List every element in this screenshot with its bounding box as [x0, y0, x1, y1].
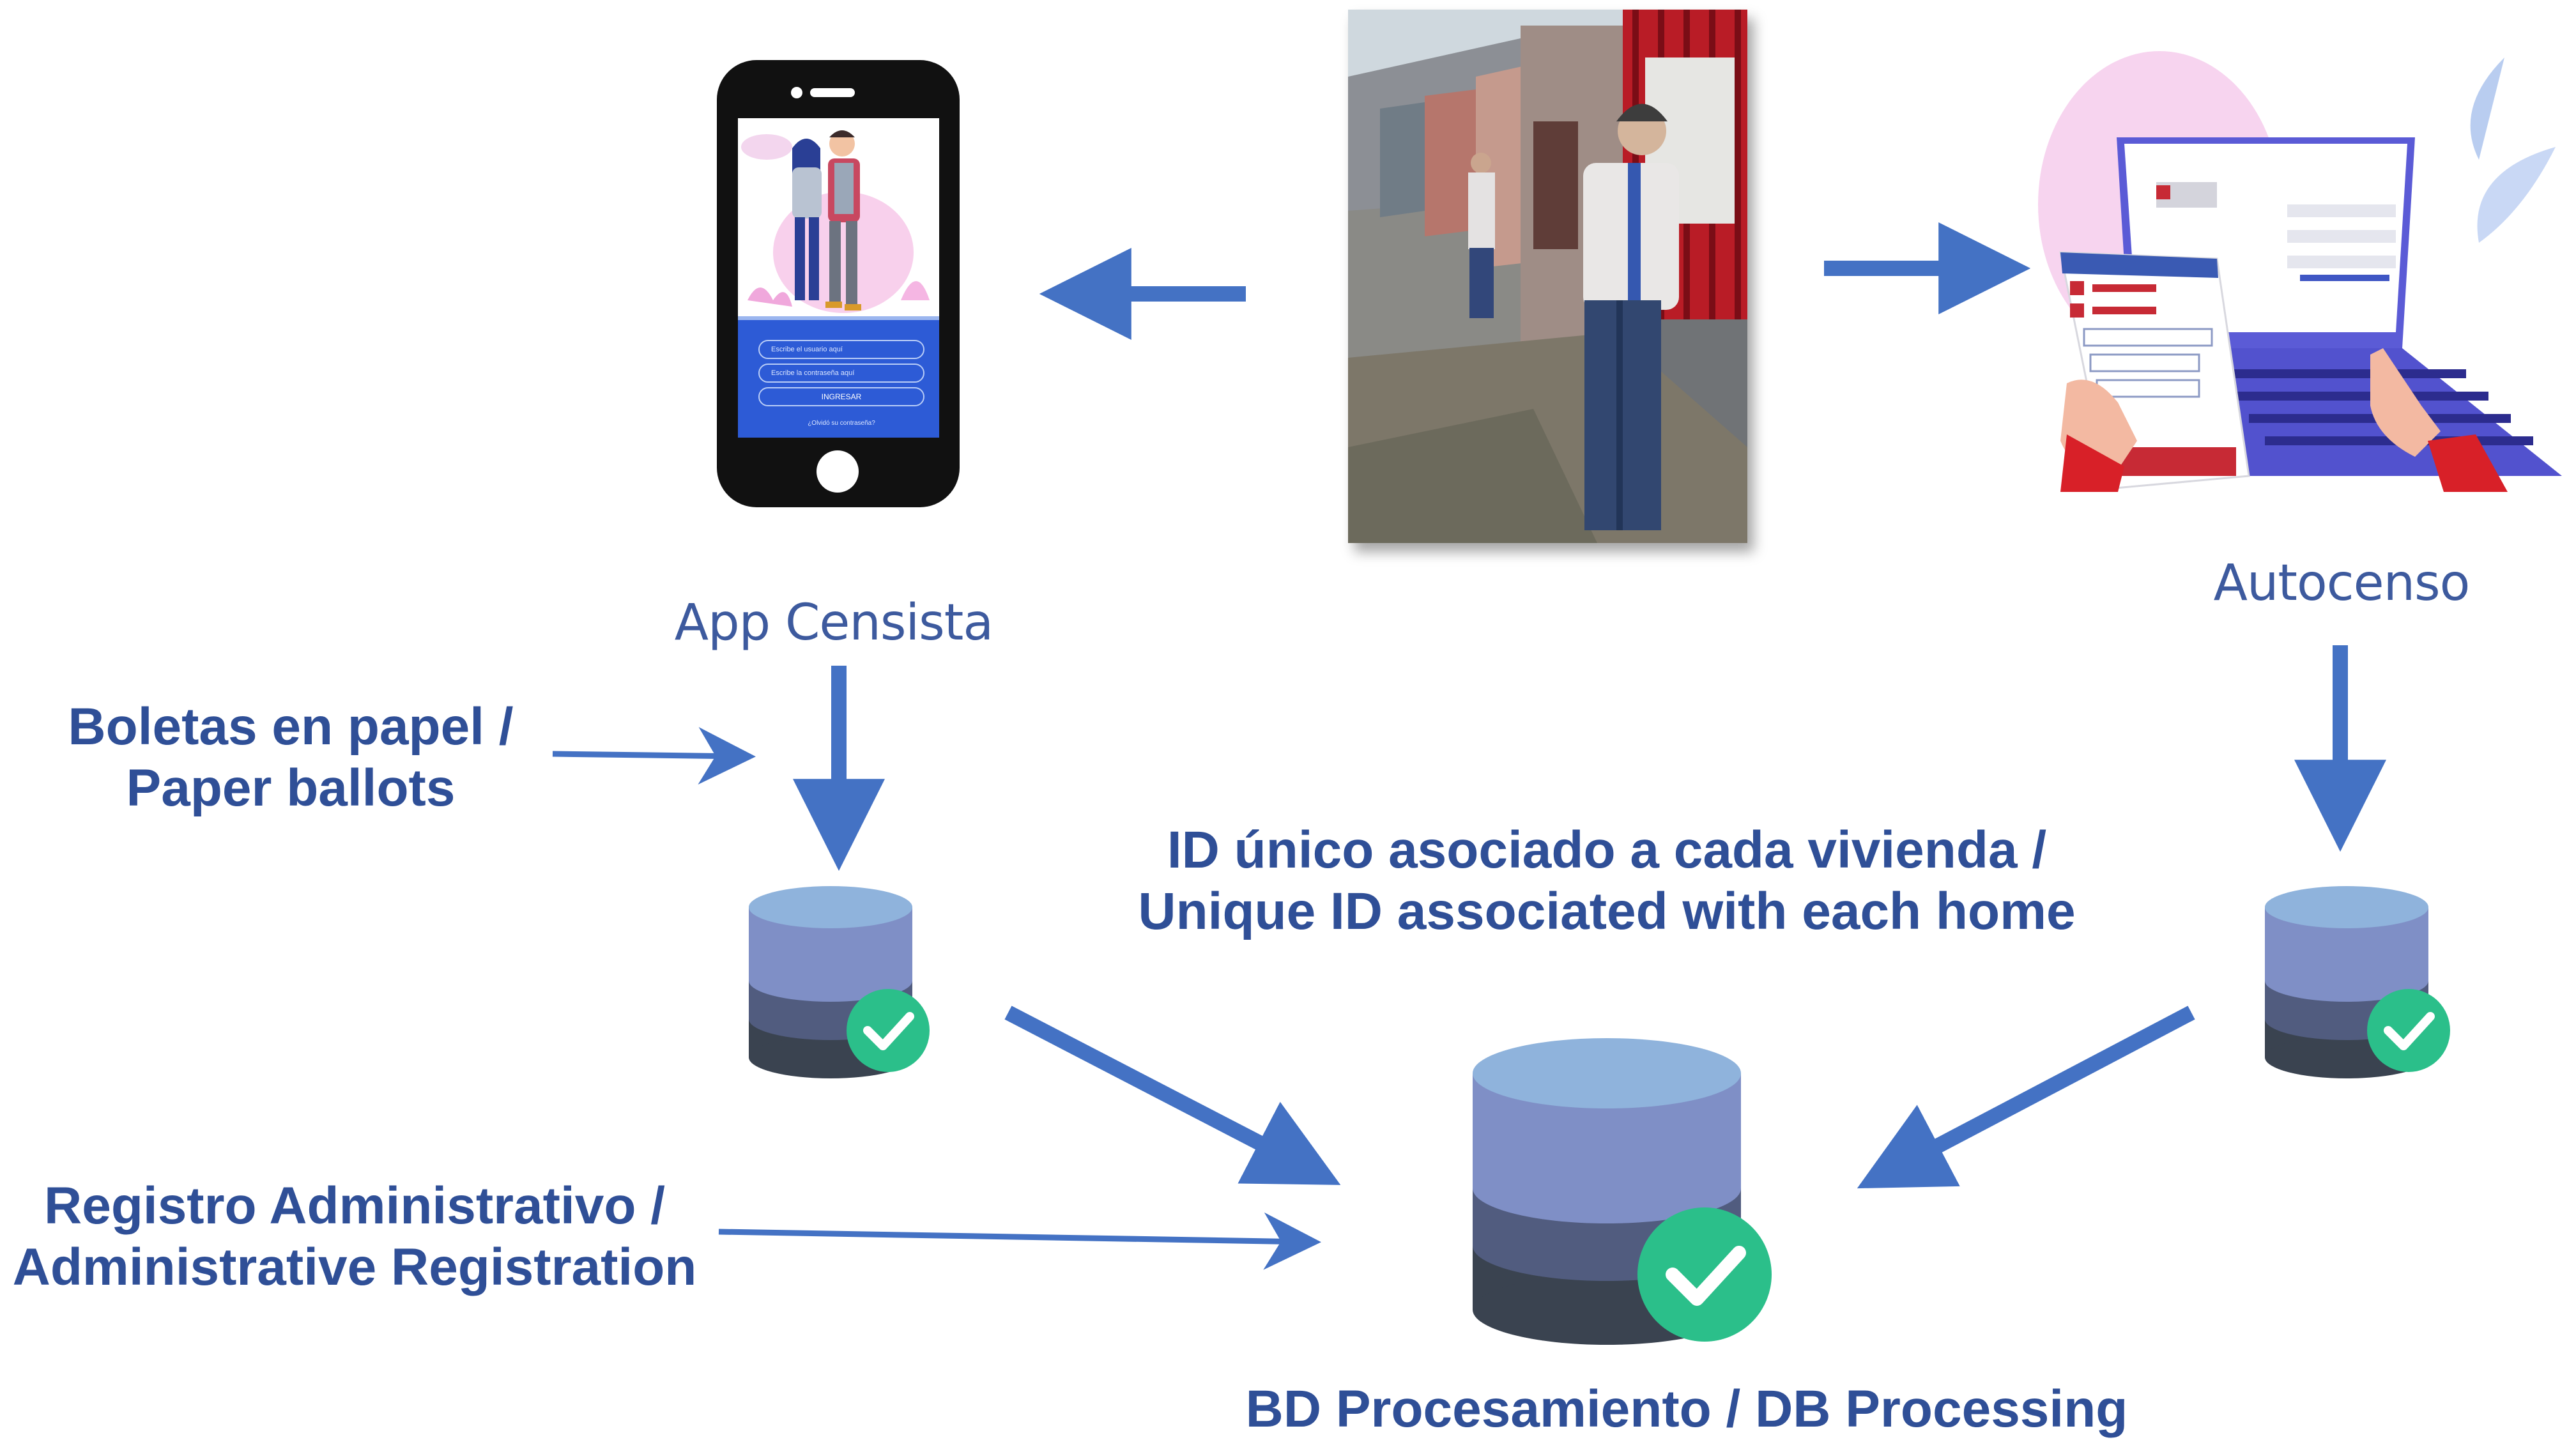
- label-app-censista: App Censista: [674, 594, 993, 652]
- phone-forgot-link[interactable]: ¿Olvidó su contraseña?: [808, 420, 875, 427]
- check-icon: [847, 989, 930, 1072]
- field-enumerator-photo: [1348, 10, 1747, 543]
- database-icon-autocenso: [2265, 886, 2450, 1078]
- label-autocenso: Autocenso: [2213, 555, 2471, 612]
- label-db-processing: BD Procesamiento / DB Processing: [1245, 1380, 2128, 1438]
- label-admin-registration-line1: Registro Administrativo /: [44, 1177, 665, 1235]
- label-admin-registration-line2: Administrative Registration: [12, 1238, 697, 1296]
- label-unique-id: ID único asociado a cada vivienda / Uniq…: [1137, 820, 2076, 942]
- arrow-registry-to-main-db: [718, 1212, 1321, 1270]
- label-unique-id-line2: Unique ID associated with each home: [1138, 882, 2076, 940]
- check-icon: [2367, 989, 2450, 1072]
- check-icon: [1637, 1207, 1772, 1342]
- database-icon-processing: [1473, 1038, 1772, 1345]
- arrow-left-db-to-main-db: [1004, 1006, 1341, 1185]
- phone-password-field[interactable]: Escribe la contraseña aquí: [771, 369, 855, 377]
- label-admin-registration: Registro Administrativo / Administrative…: [0, 1176, 709, 1298]
- arrow-paper-to-db: [552, 727, 756, 785]
- arrow-right-db-to-main-db: [1857, 1006, 2195, 1189]
- phone-user-field[interactable]: Escribe el usuario aquí: [771, 346, 843, 353]
- database-icon-app: [749, 886, 930, 1078]
- phone-login-button[interactable]: INGRESAR: [821, 392, 862, 401]
- arrows: [552, 222, 2386, 1270]
- label-unique-id-line1: ID único asociado a cada vivienda /: [1167, 821, 2047, 879]
- phone-app-illustration: [717, 60, 960, 507]
- label-paper-ballots-line1: Boletas en papel /: [68, 698, 514, 756]
- label-paper-ballots-line2: Paper ballots: [126, 759, 456, 817]
- laptop-self-census-illustration: [2038, 51, 2562, 492]
- label-paper-ballots: Boletas en papel / Paper ballots: [38, 696, 543, 819]
